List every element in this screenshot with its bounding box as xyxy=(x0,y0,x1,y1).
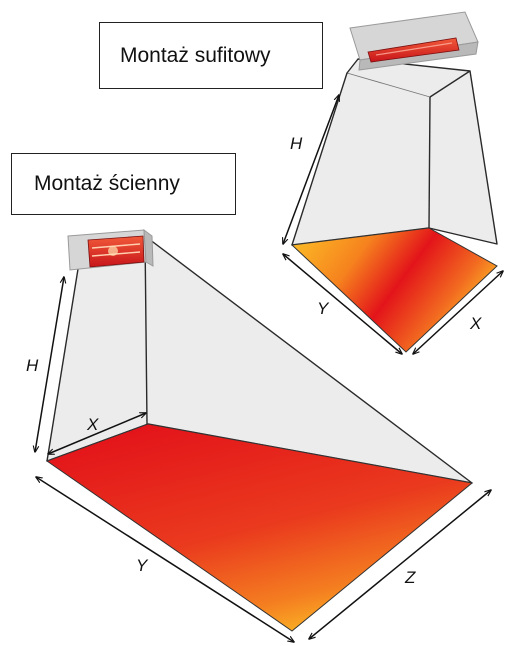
ceiling-heated-floor xyxy=(290,227,498,353)
wall-x-label: X xyxy=(86,415,99,434)
wall-h-arrow xyxy=(35,277,64,452)
wall-y-label: Y xyxy=(136,556,149,575)
ceiling-x-arrow xyxy=(413,271,503,354)
ceiling-cone-edge xyxy=(429,70,471,98)
wall-mount-diagram: H X Y Z xyxy=(26,228,491,642)
wall-heater-icon xyxy=(67,228,154,271)
wall-z-arrow xyxy=(309,490,491,639)
ceiling-heater-icon xyxy=(349,11,479,71)
wall-x-arrow xyxy=(48,413,146,454)
ceiling-mount-text: Montaż sufitowy xyxy=(120,43,271,67)
wall-h-label: H xyxy=(26,356,39,375)
ceiling-cone-edge xyxy=(346,72,431,98)
wall-cone-edge xyxy=(144,235,148,425)
wall-mount-text: Montaż ścienny xyxy=(34,172,180,195)
ceiling-h-label: H xyxy=(290,134,303,153)
wall-z-label: Z xyxy=(404,568,416,587)
wall-mount-label: Montaż ścienny xyxy=(11,153,236,215)
ceiling-cone-edge xyxy=(428,96,431,229)
ceiling-y-label: Y xyxy=(317,299,330,318)
wall-y-arrow xyxy=(36,477,294,642)
ceiling-mount-label: Montaż sufitowy xyxy=(99,22,323,89)
ceiling-mount-diagram: H Y X xyxy=(283,11,503,354)
ceiling-y-arrow xyxy=(283,254,402,354)
ceiling-x-label: X xyxy=(469,314,482,333)
ceiling-h-arrow xyxy=(283,95,339,244)
